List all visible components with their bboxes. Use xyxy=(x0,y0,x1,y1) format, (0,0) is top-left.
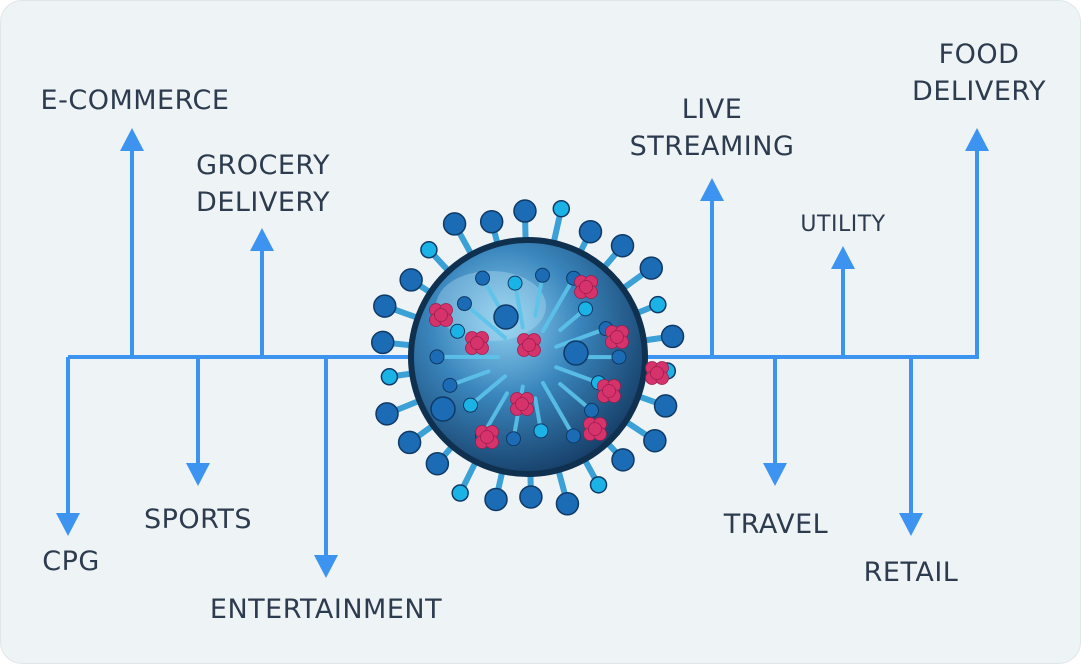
label-cpg: CPG xyxy=(42,546,100,577)
virus-spikes xyxy=(370,199,685,516)
label-food-delivery: FOOD DELIVERY xyxy=(912,39,1046,107)
label-retail: RETAIL xyxy=(863,557,959,588)
arrow-down-sports xyxy=(186,357,210,486)
label-utility: UTILITY xyxy=(800,212,886,237)
label-grocery-delivery: GROCERY DELIVERY xyxy=(196,150,330,218)
arrow-up-grocery xyxy=(250,228,274,357)
virus-illustration xyxy=(370,199,685,516)
label-sports: SPORTS xyxy=(143,504,253,535)
arrow-down-cpg xyxy=(56,357,80,536)
label-ecommerce: E-COMMERCE xyxy=(40,85,230,116)
arrow-up-food-delivery xyxy=(965,128,989,357)
label-entertainment: ENTERTAINMENT xyxy=(209,594,443,625)
arrow-down-travel xyxy=(763,357,787,486)
label-travel: TRAVEL xyxy=(723,509,829,540)
arrow-up-ecommerce xyxy=(120,128,144,357)
arrow-up-live-streaming xyxy=(700,178,724,357)
virus-inner-detail xyxy=(429,267,669,449)
arrow-down-retail xyxy=(899,357,923,536)
arrow-down-entertainment xyxy=(314,357,338,578)
arrow-up-utility xyxy=(831,246,855,357)
label-live-streaming: LIVE STREAMING xyxy=(629,94,795,162)
